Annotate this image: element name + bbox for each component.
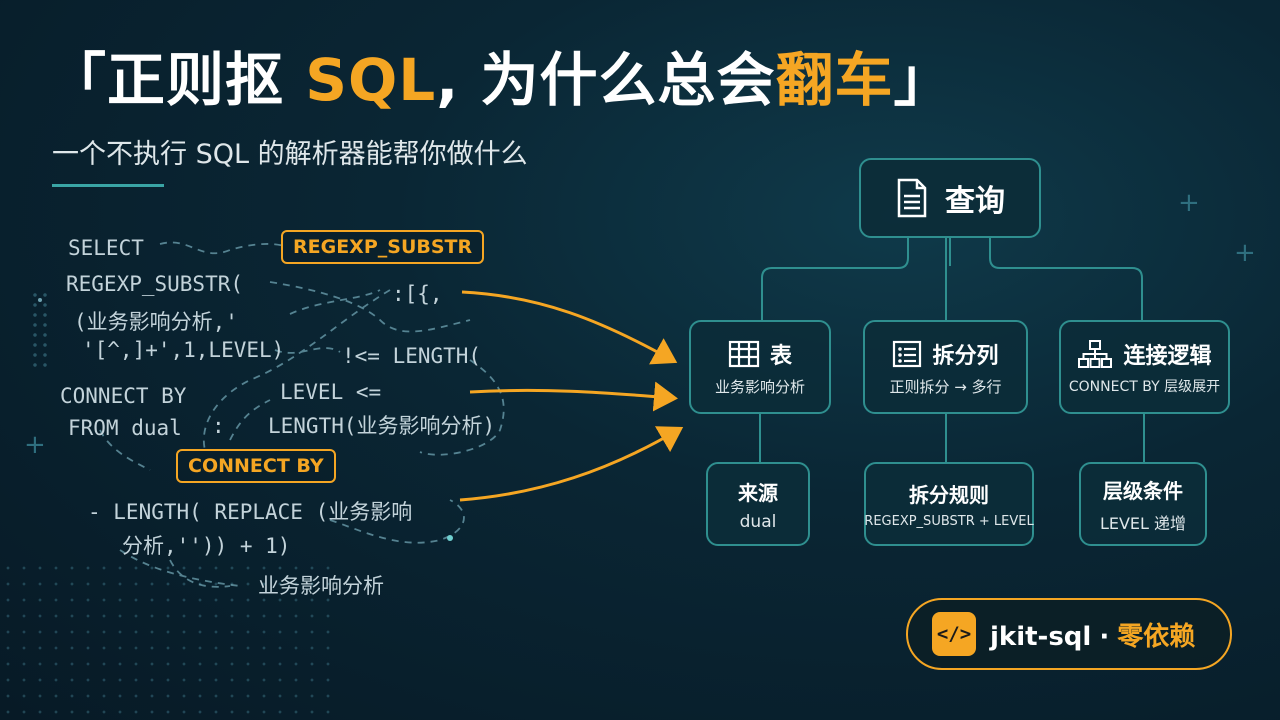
- background-dot-grid: [0, 560, 330, 720]
- code-connect-by: CONNECT BY: [60, 384, 187, 408]
- tree-connector: [761, 238, 909, 320]
- arrow-to-table: [461, 290, 678, 365]
- node-connect-logic: 连接逻辑 CONNECT BY 层级展开: [1059, 320, 1230, 414]
- node-split-rule-label: 拆分规则: [909, 483, 989, 507]
- title-close-bracket: 」: [893, 46, 953, 114]
- node-table: 表 业务影响分析: [689, 320, 831, 414]
- node-connect-logic-sub: CONNECT BY 层级展开: [1068, 379, 1221, 395]
- title-sql: SQL: [305, 46, 437, 114]
- node-split-column: 拆分列 正则拆分 → 多行: [863, 320, 1028, 414]
- tag-regexp-substr: REGEXP_SUBSTR: [281, 230, 485, 264]
- hierarchy-icon: [1078, 340, 1113, 368]
- node-query-label: 查询: [945, 184, 1005, 219]
- dashed-curve: [203, 289, 391, 451]
- dashed-curve: [169, 559, 231, 588]
- arrow-to-table: [459, 426, 684, 502]
- node-source-sub: dual: [739, 511, 777, 532]
- dashed-curve: [229, 399, 271, 441]
- code-pattern: '[^,]+',1,LEVEL): [82, 338, 285, 362]
- node-split-rule: 拆分规则 REGEXP_SUBSTR + LEVEL: [864, 462, 1034, 546]
- dashed-curve: [419, 359, 505, 456]
- code-level-lte: LEVEL <=: [280, 380, 382, 404]
- arrow-to-table: [469, 381, 678, 412]
- plus-decoration-icon: +: [24, 430, 46, 460]
- node-split-rule-sub: REGEXP_SUBSTR + LEVEL: [864, 514, 1034, 529]
- code-lte-length: !<= LENGTH(: [342, 344, 482, 368]
- list-icon: [893, 340, 922, 367]
- code-select: SELECT: [68, 236, 144, 260]
- plus-decoration-icon: +: [1234, 238, 1256, 268]
- node-level-condition-label: 层级条件: [1103, 478, 1183, 503]
- brand-text: jkit-sql·零依赖: [990, 616, 1195, 653]
- node-table-sub: 业务影响分析: [714, 377, 805, 396]
- node-level-condition-sub: LEVEL 递增: [1099, 513, 1187, 533]
- node-split-column-label: 拆分列: [932, 343, 999, 369]
- code-bracket: :[{,: [392, 282, 443, 306]
- brand-name: jkit-sql: [990, 621, 1092, 652]
- brand-badge: </> jkit-sql·零依赖: [906, 598, 1232, 670]
- node-split-column-sub: 正则拆分 → 多行: [889, 377, 1002, 396]
- background-dot-column: [30, 290, 50, 370]
- code-length-field: LENGTH(业务影响分析): [268, 414, 496, 438]
- code-from-dual: FROM dual: [68, 416, 182, 440]
- dashed-curve: [119, 549, 241, 587]
- document-icon: [897, 178, 927, 218]
- node-query: 查询: [859, 158, 1041, 238]
- code-length-replace: - LENGTH( REPLACE (业务影响: [88, 500, 413, 524]
- tag-connect-by: CONNECT BY: [176, 449, 336, 483]
- brand-separator: ·: [1099, 621, 1110, 652]
- plus-decoration-icon: +: [1178, 188, 1200, 218]
- title-accent: 翻车: [775, 46, 894, 114]
- brand-tagline: 零依赖: [1117, 621, 1196, 652]
- title-part1: 正则抠: [107, 46, 306, 114]
- code-field-label: 业务影响分析: [258, 574, 384, 598]
- node-source-label: 来源: [738, 480, 778, 505]
- dashed-curve: [329, 499, 465, 544]
- dot-marker: [447, 535, 453, 541]
- tree-connector: [989, 238, 1143, 320]
- dashed-curve: [274, 347, 341, 354]
- dashed-curve: [159, 241, 285, 255]
- page-subtitle: 一个不执行 SQL 的解析器能帮你做什么: [52, 139, 528, 170]
- dashed-curve: [289, 289, 381, 315]
- title-open-bracket: 「: [48, 46, 108, 114]
- node-source: 来源 dual: [706, 462, 810, 546]
- node-connect-logic-label: 连接逻辑: [1123, 344, 1212, 369]
- node-level-condition: 层级条件 LEVEL 递增: [1079, 462, 1207, 546]
- node-table-label: 表: [769, 343, 792, 369]
- page-title: 「正则抠 SQL, 为什么总会翻车」: [48, 44, 953, 116]
- title-part2: , 为什么总会: [436, 46, 776, 114]
- dashed-curve: [99, 429, 151, 471]
- table-icon: [728, 340, 760, 367]
- code-replace-tail: 分析,'')) + 1): [122, 534, 291, 558]
- code-icon: </>: [932, 612, 976, 656]
- code-field: (业务影响分析,': [74, 310, 238, 334]
- subtitle-underline: [52, 184, 164, 187]
- code-regexp-substr: REGEXP_SUBSTR(: [66, 272, 244, 296]
- dashed-curve: [269, 281, 471, 333]
- code-colon: :: [212, 414, 225, 438]
- dot-marker: [38, 298, 42, 302]
